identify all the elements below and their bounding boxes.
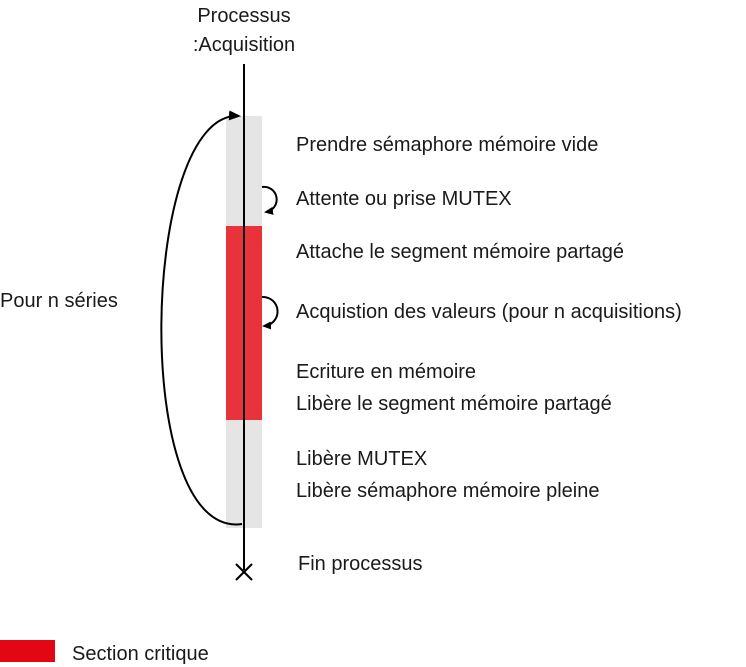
step-take-empty-semaphore: Prendre sémaphore mémoire vide [296, 134, 598, 156]
step-write-memory: Ecriture en mémoire [296, 361, 476, 383]
loop-arrow [160, 110, 243, 526]
legend-label: Section critique [72, 643, 209, 665]
step-release-full-semaphore: Libère sémaphore mémoire pleine [296, 480, 600, 502]
end-cross-icon [235, 563, 253, 581]
process-title-line1: Processus [197, 5, 290, 27]
step-release-segment: Libère le segment mémoire partagé [296, 393, 612, 415]
acquisition-loop-icon [261, 295, 279, 330]
loop-label: Pour n séries [0, 290, 118, 312]
step-end-process: Fin processus [298, 553, 423, 575]
legend-swatch [0, 640, 55, 662]
step-release-mutex: Libère MUTEX [296, 448, 427, 470]
step-acquisition: Acquistion des valeurs (pour n acquisiti… [296, 301, 682, 323]
wait-loop-icon [261, 185, 278, 215]
step-attach-segment: Attache le segment mémoire partagé [296, 241, 624, 263]
process-title-line2: :Acquisition [193, 34, 295, 56]
step-wait-mutex: Attente ou prise MUTEX [296, 188, 512, 210]
